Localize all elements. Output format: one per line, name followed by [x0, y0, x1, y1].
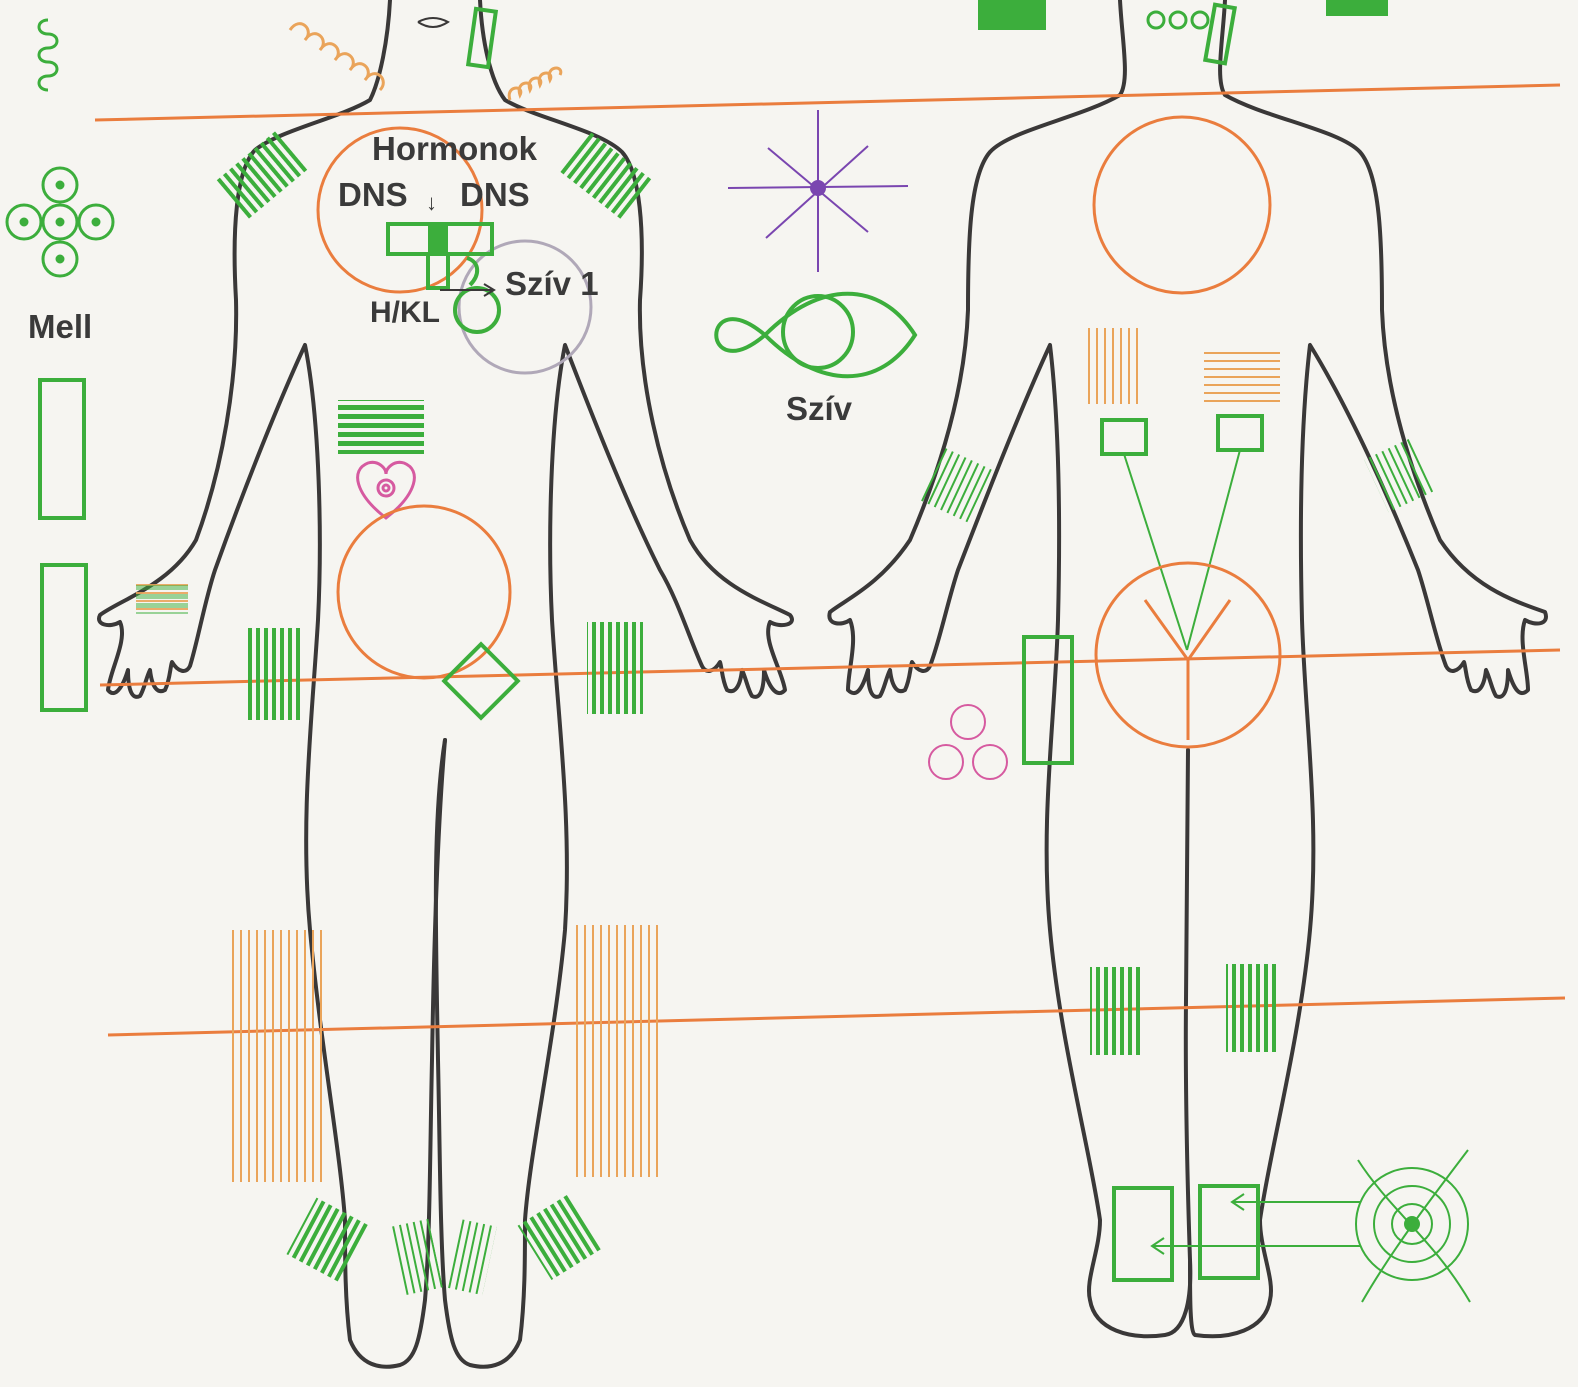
dns-center [428, 224, 448, 254]
ankle-stripes-right [518, 1194, 603, 1280]
stomach-stripes [338, 400, 424, 454]
spiral-icon [39, 20, 57, 90]
shoulder-stripes-left [215, 130, 308, 220]
trefoil-icon [929, 705, 1007, 779]
y-shape [1145, 600, 1230, 740]
knee-stripes-left [1090, 967, 1140, 1055]
ankle-stripes-left [286, 1198, 369, 1283]
margin-rect-upper [40, 380, 84, 518]
feet-stripes-right [445, 1219, 497, 1295]
label-hormonok: Hormonok [372, 130, 538, 167]
head-square-left [978, 0, 1046, 30]
heart-circle [459, 241, 591, 373]
label-hkl: H/KL [370, 296, 440, 329]
coil-icon [290, 24, 561, 100]
kidney-rect-left [1102, 420, 1146, 454]
label-sziv: Szív [786, 390, 853, 427]
thigh-stripes-right [570, 925, 662, 1177]
kidney-stripes-left [1086, 328, 1138, 404]
head-square-right [1326, 0, 1388, 16]
hip-rect-back [1024, 637, 1072, 763]
ankle-rect-left [1114, 1188, 1172, 1280]
knot-icon [716, 294, 915, 377]
hand-stripes-green [136, 584, 188, 614]
kidney-rect-right [1218, 416, 1262, 450]
back-chest-circle [1094, 117, 1270, 293]
kidney-stripes-right [1204, 346, 1280, 404]
feet-stripes-left [391, 1219, 443, 1295]
margin-rect-lower [42, 565, 86, 710]
target-icon [1356, 1150, 1470, 1302]
neck-dots [1148, 12, 1208, 28]
mouth-icon [418, 18, 448, 27]
label-mell: Mell [28, 308, 92, 345]
star-icon [728, 110, 908, 272]
ankle-rect-right [1200, 1186, 1258, 1278]
knee-stripes-right [1226, 964, 1276, 1052]
abdomen-circle [338, 506, 510, 678]
hip-stripes-left [245, 628, 301, 720]
label-dns-arrow: ↓ [426, 190, 437, 215]
hip-stripes-right [587, 622, 643, 714]
label-dns-left: DNS [338, 176, 408, 213]
flower-icon [7, 168, 113, 276]
label-sziv1: Szív 1 [505, 265, 599, 302]
hkl-circle [455, 288, 499, 332]
thigh-stripes-left [232, 930, 324, 1182]
label-dns-right: DNS [460, 176, 530, 213]
kidney-connectors [1124, 450, 1240, 650]
heart-icon [358, 462, 415, 518]
level-lines [95, 85, 1565, 1035]
